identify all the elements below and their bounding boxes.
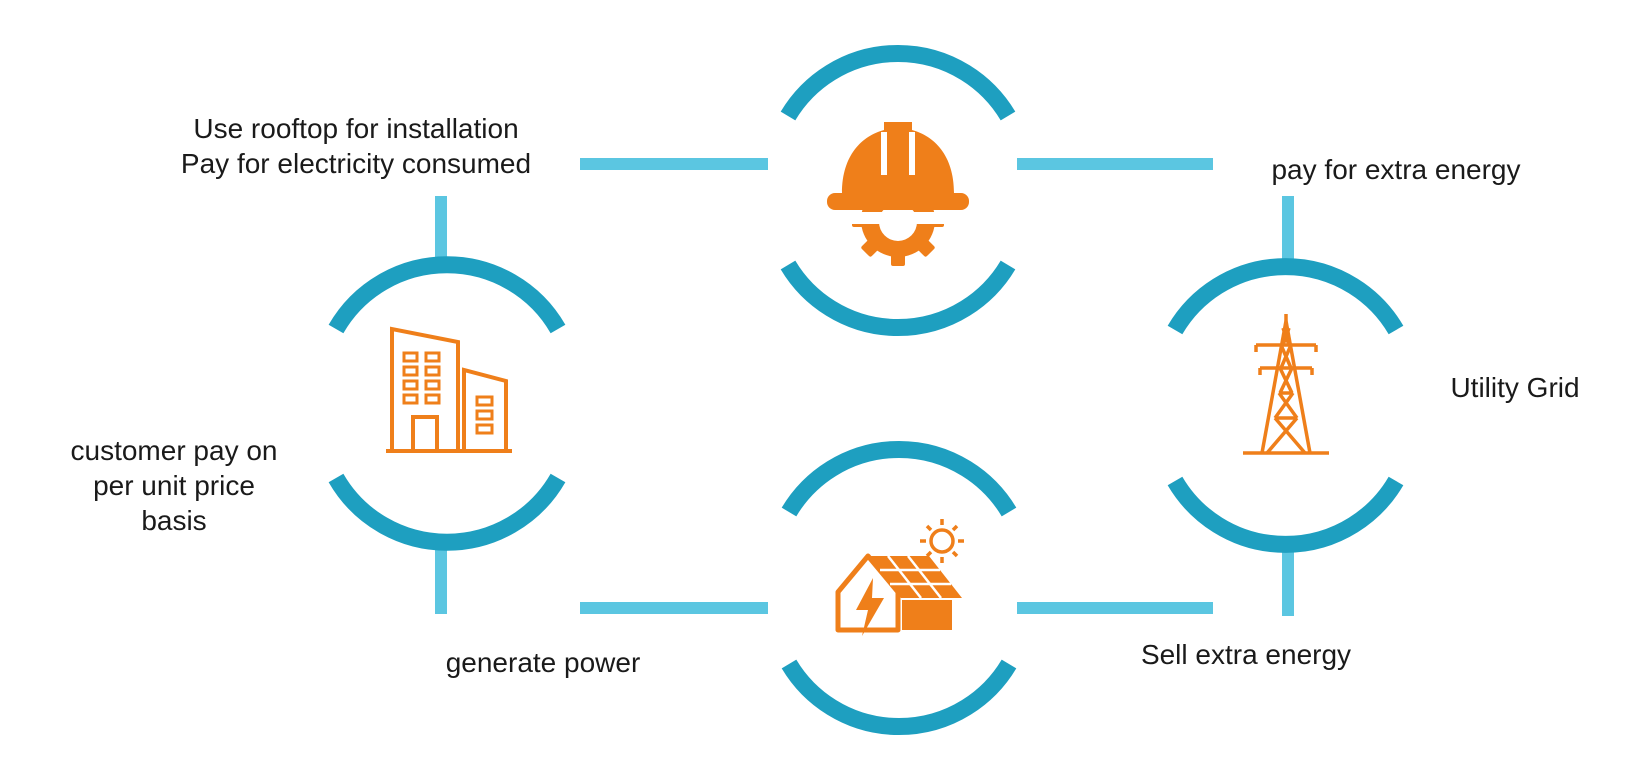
connector-grid-top-vertical (1282, 196, 1294, 266)
connector-customer-installer-horizontal (580, 158, 768, 170)
connector-customer-top-vertical (435, 196, 447, 262)
ring-grid-bottom-arc (1167, 476, 1404, 553)
ring-customer-top-arc (328, 256, 566, 334)
ring-grid-top-arc (1167, 258, 1404, 335)
ring-installer (780, 45, 1016, 336)
label-installer-line1: Use rooftop for installation (193, 113, 518, 144)
ring-solar-bottom-arc (781, 659, 1017, 735)
ring-customer (328, 256, 566, 551)
solar-roof-house-icon (835, 519, 964, 636)
ring-solar (781, 441, 1017, 735)
connector-customer-bottom-vertical (435, 548, 447, 614)
ring-solar-top-arc (781, 441, 1017, 517)
label-installer-line2: Pay for electricity consumed (181, 148, 531, 179)
labels: Use rooftop for installation Pay for ele… (71, 113, 1580, 678)
label-customer-line2: per unit price (93, 470, 255, 501)
connector-grid-bottom-vertical (1282, 550, 1294, 616)
label-pay-extra-energy: pay for extra energy (1271, 154, 1520, 185)
sun-icon (920, 519, 964, 563)
ring-customer-bottom-arc (328, 473, 566, 551)
connectors (435, 158, 1294, 616)
connector-installer-grid-horizontal (1017, 158, 1213, 170)
office-buildings-icon (386, 326, 512, 453)
rings (328, 45, 1404, 735)
hard-hat-gear-icon (827, 122, 969, 266)
label-utility-grid: Utility Grid (1450, 372, 1579, 403)
transmission-tower-icon (1243, 314, 1329, 455)
connector-solar-grid-horizontal (1017, 602, 1213, 614)
ring-grid (1167, 258, 1404, 553)
label-customer-line3: basis (141, 505, 206, 536)
label-sell-extra-energy: Sell extra energy (1141, 639, 1351, 670)
ring-installer-bottom-arc (780, 260, 1016, 336)
label-customer-line1: customer pay on (71, 435, 278, 466)
connector-customer-solar-horizontal (580, 602, 768, 614)
ring-installer-top-arc (780, 45, 1016, 121)
label-generate-power: generate power (446, 647, 641, 678)
